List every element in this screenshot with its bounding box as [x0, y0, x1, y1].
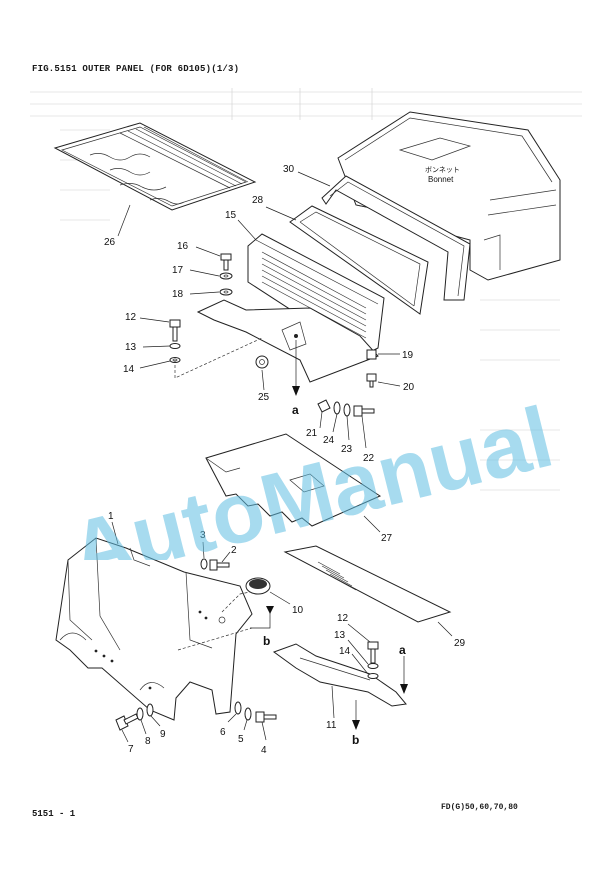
plug-10 — [245, 577, 271, 595]
ref-letter-b-bottom: b — [352, 733, 359, 747]
callout-21: 21 — [306, 428, 318, 439]
clip-19 — [366, 349, 377, 360]
washer-18 — [219, 288, 233, 296]
bolt-2 — [209, 559, 230, 571]
bolt-7 — [115, 713, 139, 731]
callout-28: 28 — [252, 195, 264, 206]
bolt-22 — [353, 405, 375, 417]
callout-9: 9 — [160, 729, 166, 740]
callout-11: 11 — [326, 720, 337, 731]
callout-19: 19 — [402, 350, 414, 361]
washer-6 — [234, 701, 242, 715]
bleed-through-table — [30, 88, 582, 491]
callout-24: 24 — [323, 435, 335, 446]
bolt-16 — [220, 253, 232, 271]
nut-21 — [317, 399, 331, 413]
callout-2: 2 — [231, 545, 237, 556]
bracket-plate — [196, 299, 379, 383]
washer-17 — [219, 272, 233, 280]
callout-10: 10 — [292, 605, 304, 616]
bolt-12-lower — [367, 641, 379, 664]
part-30-seal — [321, 175, 471, 301]
washer-3 — [200, 558, 208, 570]
callout-12-upper: 12 — [125, 312, 137, 323]
bonnet-label-japanese: ボンネット — [425, 166, 460, 174]
callout-25: 25 — [258, 392, 270, 403]
callout-23: 23 — [341, 444, 353, 455]
ref-letter-a-top: a — [292, 403, 299, 417]
callout-12-lower: 12 — [337, 613, 349, 624]
washer-14-lower — [367, 673, 379, 679]
washer-13-upper — [169, 343, 181, 349]
callout-13-lower: 13 — [334, 630, 346, 641]
part-27-floor-plate — [205, 433, 382, 527]
bonnet-label-english: Bonnet — [428, 175, 454, 184]
part-28-panel — [289, 205, 429, 315]
washer-23 — [343, 403, 351, 417]
callout-3: 3 — [200, 530, 206, 541]
callout-17: 17 — [172, 265, 184, 276]
callout-30: 30 — [283, 164, 295, 175]
page-number: 5151 - 1 — [32, 809, 76, 819]
washer-13-lower — [367, 663, 379, 669]
part-11-bracket — [272, 643, 407, 707]
grommet-25 — [255, 355, 269, 369]
part-26-floor-mat — [53, 122, 257, 211]
callout-20: 20 — [403, 382, 415, 393]
callout-22: 22 — [363, 453, 375, 464]
callout-15: 15 — [225, 210, 237, 221]
washer-8 — [136, 707, 144, 721]
washer-9 — [146, 703, 154, 717]
callout-8: 8 — [145, 736, 151, 747]
part-1-side-frame — [55, 537, 253, 721]
callout-1: 1 — [108, 511, 114, 522]
washer-24 — [333, 401, 341, 415]
callout-29: 29 — [454, 638, 466, 649]
callout-6: 6 — [220, 727, 226, 738]
ref-letter-b-mid: b — [263, 634, 270, 648]
bolt-4 — [255, 711, 277, 723]
screw-20 — [366, 373, 377, 388]
bolt-12-upper — [169, 319, 181, 342]
callout-26: 26 — [104, 237, 116, 248]
ref-letter-a-right: a — [399, 643, 406, 657]
callout-7: 7 — [128, 744, 134, 755]
callout-18: 18 — [172, 289, 184, 300]
model-code: FD(G)50,60,70,80 — [441, 803, 518, 812]
callout-13-upper: 13 — [125, 342, 137, 353]
callout-5: 5 — [238, 734, 244, 745]
figure-title: FIG.5151 OUTER PANEL (FOR 6D105)(1/3) — [32, 64, 240, 74]
part-29-tread — [283, 545, 452, 623]
callout-14-upper: 14 — [123, 364, 135, 375]
callout-4: 4 — [261, 745, 267, 756]
callout-16: 16 — [177, 241, 189, 252]
callout-14-lower: 14 — [339, 646, 351, 657]
washer-5 — [244, 707, 252, 721]
callout-27: 27 — [381, 533, 393, 544]
